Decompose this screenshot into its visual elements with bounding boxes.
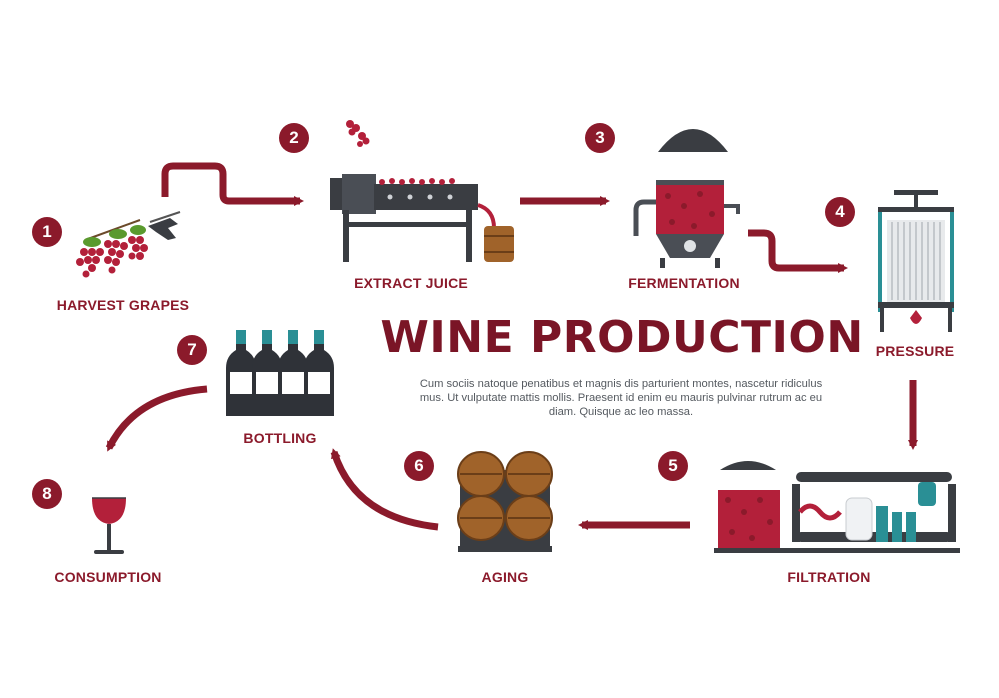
- step-badge-3: 3: [585, 123, 615, 153]
- description-text: Cum sociis natoque penatibus et magnis d…: [419, 378, 823, 418]
- step-badge-5: 5: [658, 451, 688, 481]
- arrow-6-to-7: [330, 448, 439, 531]
- step-badge-4: 4: [825, 197, 855, 227]
- arrow-7-to-8: [105, 385, 208, 452]
- step-label-5: FILTRATION: [787, 569, 871, 585]
- step-badge-8: 8: [32, 479, 62, 509]
- step-badge-7: 7: [177, 335, 207, 365]
- grapes-shears-icon: [76, 211, 181, 278]
- step-label-4: PRESSURE: [875, 343, 955, 359]
- step-label-3: FERMENTATION: [628, 275, 740, 291]
- fermentation-tank-icon: [633, 129, 740, 268]
- barrels-icon: [457, 451, 553, 552]
- arrow-1-to-2: [161, 162, 304, 206]
- wine-bottles-icon: [226, 330, 334, 416]
- page-title: WINE PRODUCTION: [380, 312, 864, 363]
- step-label-7: BOTTLING: [243, 430, 317, 446]
- arrow-3-to-4: [748, 229, 848, 273]
- step-label-2: EXTRACT JUICE: [354, 275, 468, 291]
- wine-glass-icon: [92, 497, 126, 554]
- wine-press-icon: [878, 190, 954, 332]
- step-badge-2: 2: [279, 123, 309, 153]
- step-badge-1: 1: [32, 217, 62, 247]
- step-label-6: AGING: [481, 569, 529, 585]
- juice-press-icon: [330, 120, 514, 262]
- step-label-8: CONSUMPTION: [54, 569, 162, 585]
- step-badge-6: 6: [404, 451, 434, 481]
- filtration-machine-icon: [714, 461, 960, 553]
- arrows: [105, 162, 918, 531]
- step-label-1: HARVEST GRAPES: [56, 297, 190, 313]
